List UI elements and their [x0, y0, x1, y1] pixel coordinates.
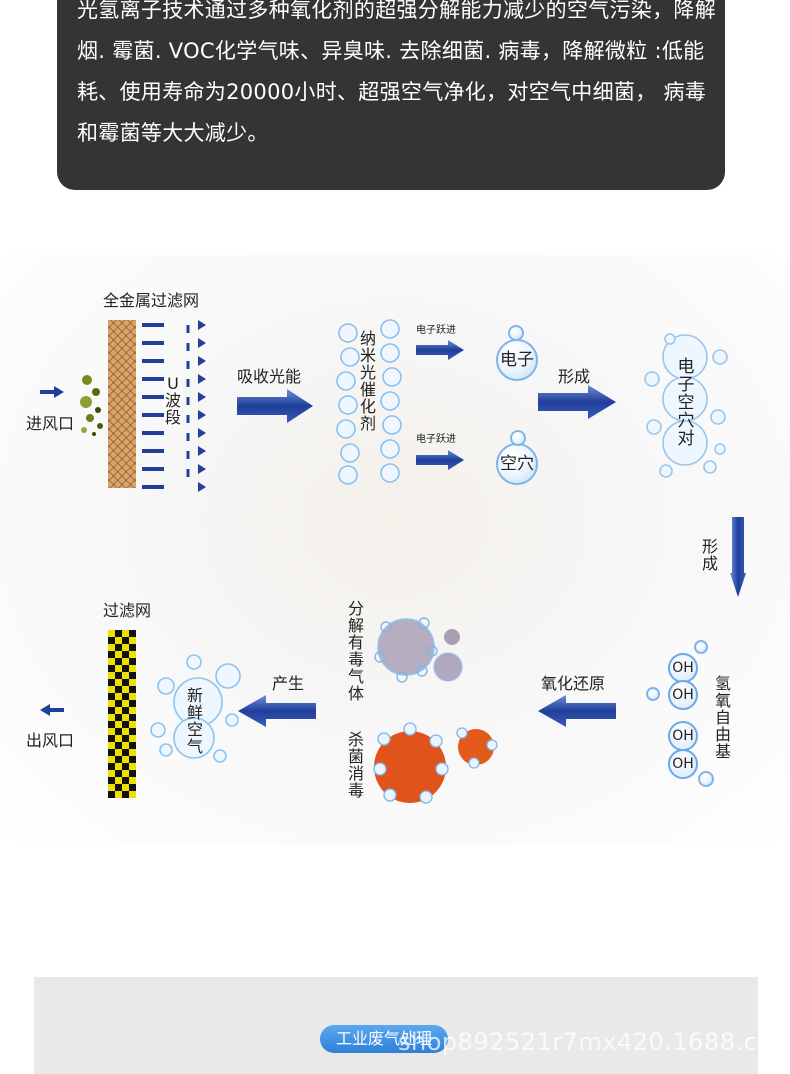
toxic-gas-particles-icon	[374, 617, 463, 683]
electron-hole-pair-bubbles-icon	[644, 333, 728, 478]
electron-hole-pair-label: 电子空穴对	[677, 357, 695, 449]
metal-filter-mesh	[108, 320, 136, 488]
produce-label: 产生	[272, 674, 305, 693]
form-label-1: 形成	[558, 367, 591, 386]
absorb-arrow-icon	[237, 389, 313, 423]
inlet-arrow-icon	[40, 386, 64, 398]
hole-bubble	[496, 443, 538, 485]
pollutant-particles-icon	[80, 375, 103, 436]
metal-filter-label: 全金属过滤网	[103, 291, 200, 310]
fresh-air-bubbles-icon	[150, 654, 241, 763]
uv-rays-icon	[186, 325, 190, 477]
filter-label: 过滤网	[103, 601, 152, 620]
shop-watermark: shop892521r7mx420.1688.com	[398, 1028, 790, 1056]
oh-bubble: OH	[668, 653, 698, 683]
intro-card: 光氢离子技术通过多种氧化剂的超强分解能力减少的空气污染，降解烟. 霉菌. VOC…	[57, 0, 725, 190]
fresh-air-label: 新鲜空气	[186, 686, 203, 756]
filter-checker	[108, 630, 136, 798]
outlet-arrow-icon	[40, 704, 64, 716]
hydroxyl-radical-label: 氢氧自由基	[714, 674, 731, 761]
uv-band-label: U波段	[164, 374, 182, 427]
sterilize-label: 杀菌消毒	[347, 730, 364, 800]
electron-label: 电子	[500, 350, 534, 370]
redox-arrow-icon	[538, 695, 616, 727]
redox-label: 氧化还原	[541, 674, 606, 693]
form-label-2: 形成	[701, 537, 718, 573]
oh-bubble: OH	[668, 749, 698, 779]
bacteria-sterilize-icon	[373, 722, 498, 804]
hole-label: 空穴	[500, 454, 534, 474]
electron-jump-bottom-label: 电子跃进	[416, 434, 456, 445]
absorb-light-label: 吸收光能	[237, 367, 302, 386]
industrial-gas-tag[interactable]: 工业废气处理	[320, 1025, 449, 1053]
decompose-toxic-gas-label: 分解有毒气体	[347, 599, 364, 703]
form-down-arrow-icon	[730, 517, 746, 597]
produce-arrow-icon	[238, 695, 316, 727]
electron-jump-top-arrow-icon	[416, 340, 464, 360]
process-diagram: 全金属过滤网 进风口 U波段 吸收光能 纳米光催化剂	[0, 255, 790, 845]
outlet-label: 出风口	[26, 731, 75, 750]
inlet-label: 进风口	[26, 414, 75, 433]
catalyst-bubbles-icon	[336, 319, 402, 485]
electron-jump-bottom-arrow-icon	[416, 450, 464, 470]
form-arrow-1-icon	[538, 385, 616, 419]
intro-text: 光氢离子技术通过多种氧化剂的超强分解能力减少的空气污染，降解烟. 霉菌. VOC…	[77, 0, 716, 145]
catalyst-label: 纳米光催化剂	[359, 329, 376, 433]
oh-bubble: OH	[668, 680, 698, 710]
electron-jump-top-label: 电子跃进	[416, 325, 456, 336]
oh-bubble: OH	[668, 721, 698, 751]
